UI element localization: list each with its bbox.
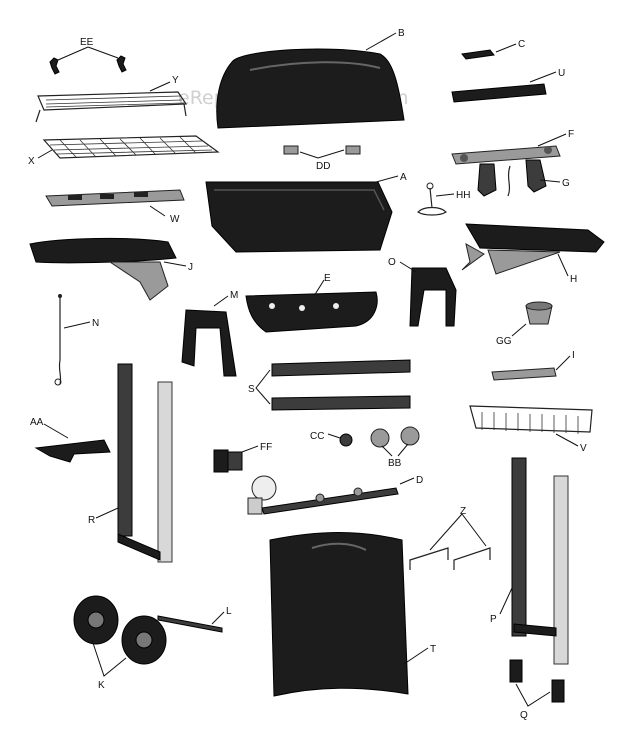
part-q-leg-caps — [509, 659, 565, 707]
part-cc-knob — [327, 433, 353, 447]
part-n-igniter-wire — [54, 294, 91, 386]
label-g: G — [562, 178, 570, 189]
label-gg: GG — [496, 336, 512, 347]
label-m: M — [230, 290, 238, 301]
part-j-left-shelf — [29, 237, 187, 301]
part-h-right-shelf — [461, 223, 605, 277]
label-h: H — [570, 274, 577, 285]
part-y-warming-rack — [35, 81, 188, 123]
label-bb: BB — [388, 458, 402, 469]
label-ff: FF — [260, 442, 272, 453]
label-o: O — [388, 257, 396, 268]
part-u-handle — [451, 71, 557, 103]
label-f: F — [568, 129, 574, 140]
part-w-heat-plate — [45, 189, 185, 217]
label-s: S — [248, 384, 255, 395]
label-v: V — [580, 443, 587, 454]
part-p-right-legs — [499, 457, 569, 665]
part-ff-igniter — [213, 445, 259, 473]
label-t: T — [430, 644, 436, 655]
label-p: P — [490, 614, 497, 625]
part-aa-heat-shield — [34, 423, 111, 463]
part-bb-knobs — [370, 426, 420, 457]
part-c-bracket — [461, 43, 517, 60]
label-r: R — [88, 515, 95, 526]
label-d: D — [416, 475, 423, 486]
label-dd: DD — [316, 161, 330, 172]
label-j: J — [188, 262, 193, 273]
part-m-front-frame — [181, 295, 237, 377]
label-ee: EE — [80, 37, 94, 48]
part-z-wire-clips — [409, 513, 491, 570]
part-b-lid — [216, 32, 405, 129]
label-w: W — [170, 214, 180, 225]
label-b: B — [398, 28, 405, 39]
label-u: U — [558, 68, 565, 79]
part-gg-grease-cup — [511, 301, 553, 337]
label-y: Y — [172, 75, 179, 86]
label-l: L — [226, 606, 232, 617]
label-c: C — [518, 39, 525, 50]
part-dd-clips — [283, 145, 361, 159]
label-cc: CC — [310, 431, 324, 442]
part-g-burner-tubes — [477, 159, 561, 197]
label-n: N — [92, 318, 99, 329]
label-a: A — [400, 172, 407, 183]
label-hh: HH — [456, 190, 470, 201]
part-a-firebox — [205, 175, 399, 253]
part-l-axle — [157, 611, 225, 633]
part-s-cross-braces — [255, 359, 411, 411]
part-t-cart-door — [269, 532, 429, 697]
part-e-control-panel — [245, 279, 378, 333]
part-o-leg-frame — [399, 261, 457, 327]
part-f-burner — [451, 133, 567, 165]
part-k-wheels — [73, 595, 167, 677]
part-x-cooking-grate — [37, 135, 220, 159]
part-v-storage-rack — [469, 405, 593, 447]
part-ee-hooks — [49, 46, 127, 75]
label-i: I — [572, 350, 575, 361]
part-d-valve-manifold — [247, 475, 415, 515]
label-e: E — [324, 273, 331, 284]
label-q: Q — [520, 710, 528, 721]
label-x: X — [28, 156, 35, 167]
label-k: K — [98, 680, 105, 691]
part-hh-match-holder — [417, 182, 455, 216]
label-z: Z — [460, 506, 466, 517]
part-r-left-legs — [95, 363, 173, 563]
label-aa: AA — [30, 417, 44, 428]
part-i-bracket — [491, 355, 571, 381]
